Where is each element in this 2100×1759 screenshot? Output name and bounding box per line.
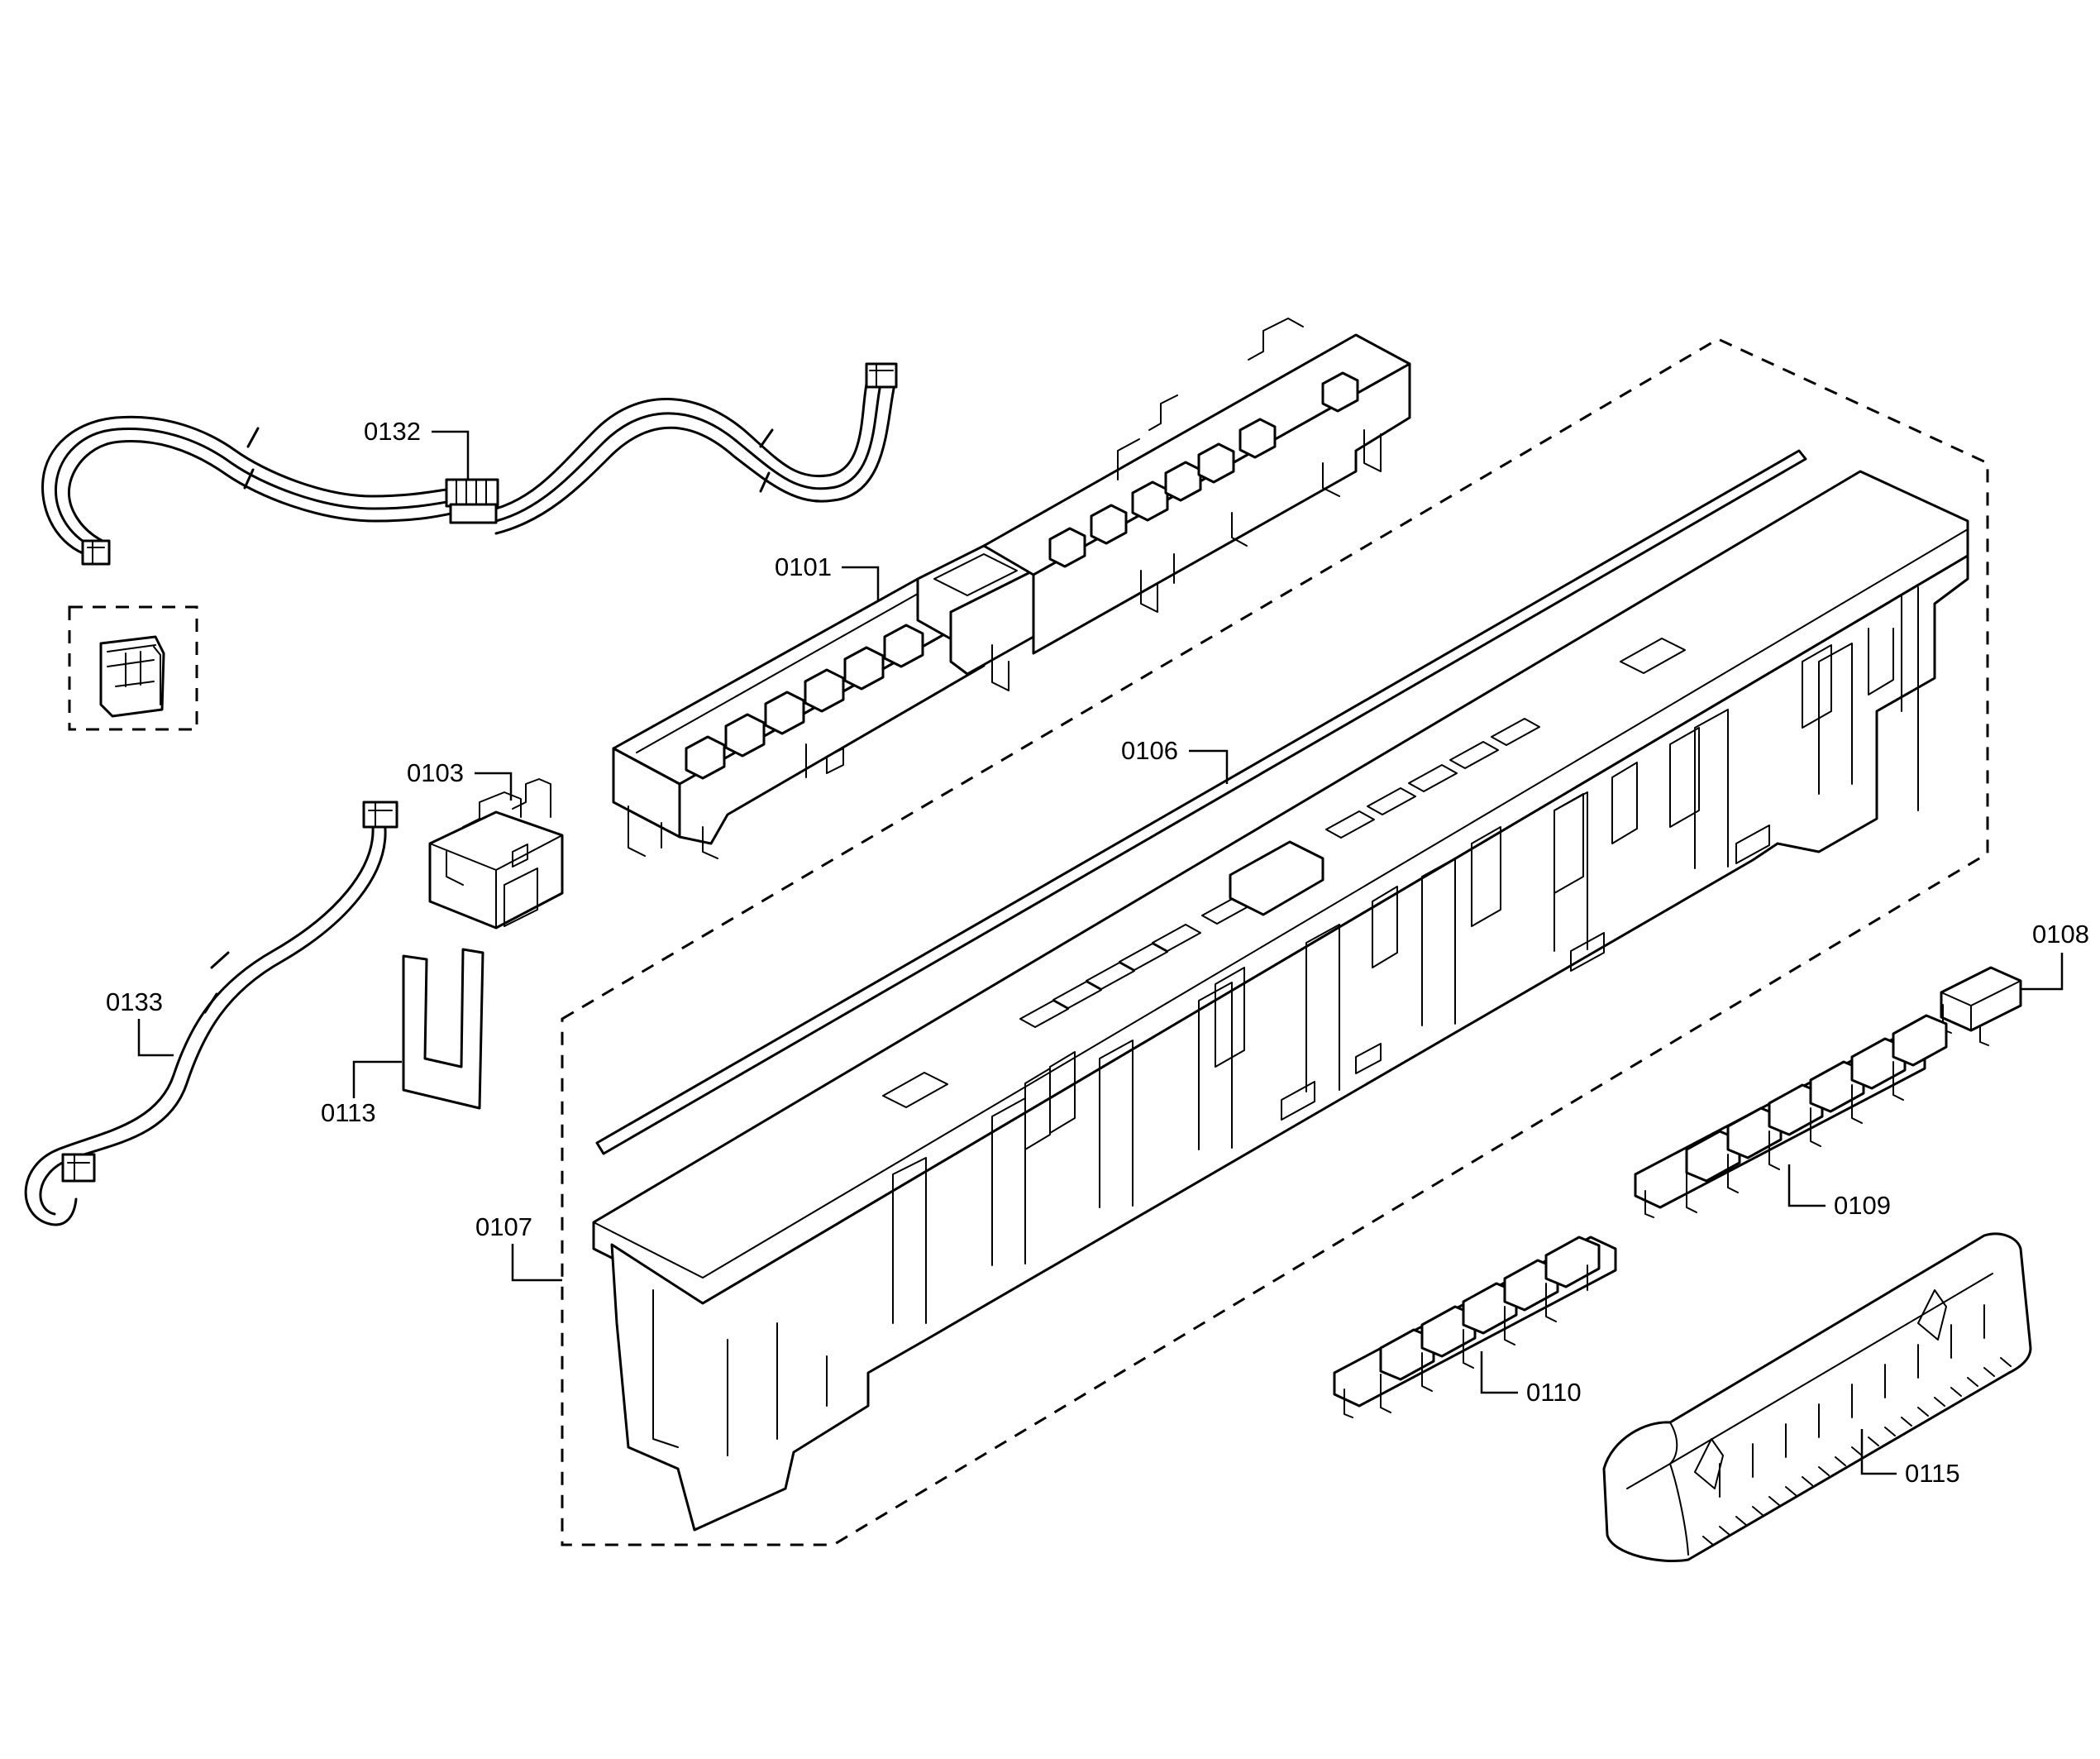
svg-text:0108: 0108 [2032,920,2089,949]
label-0113: 0113 [321,1060,402,1127]
part-0115-handle-cover[interactable] [1602,1232,2032,1563]
svg-text:0107: 0107 [475,1212,532,1241]
label-0133: 0133 [106,987,174,1057]
label-0108: 0108 [2021,920,2089,991]
assembly-boundary [561,337,1989,1546]
svg-text:0113: 0113 [321,1098,376,1127]
button-row-upper [1048,371,1359,568]
svg-text:0109: 0109 [1834,1191,1891,1220]
button-row-lower [685,624,924,780]
label-0109: 0109 [1787,1164,1891,1220]
part-0106-seal-strip[interactable] [595,449,1807,1155]
svg-text:0132: 0132 [364,417,421,446]
part-0133-cable[interactable] [24,801,399,1226]
connector-detail-box [68,605,198,731]
label-0110: 0110 [1480,1351,1582,1407]
svg-text:0101: 0101 [775,552,832,581]
part-0103-switch[interactable] [428,778,564,930]
part-0132-wiring-harness[interactable] [41,362,898,566]
part-0107-panel-frame[interactable] [592,470,1969,1532]
label-0115: 0115 [1860,1429,1960,1488]
part-0113-u-plate[interactable] [402,948,484,1110]
label-0106: 0106 [1121,736,1229,784]
part-0101-control-module[interactable] [612,318,1411,859]
part-0109-button-bank[interactable] [1634,1014,1948,1218]
svg-text:0133: 0133 [106,987,163,1016]
svg-text:0110: 0110 [1526,1378,1582,1407]
label-0101: 0101 [775,552,880,600]
label-0103: 0103 [407,758,513,801]
svg-text:0115: 0115 [1905,1459,1960,1488]
svg-text:0103: 0103 [407,758,464,787]
part-0108-cap[interactable] [1940,966,2022,1046]
svg-text:0106: 0106 [1121,736,1178,765]
part-0110-button-bank[interactable] [1333,1236,1617,1418]
label-0107: 0107 [475,1212,562,1282]
label-0132: 0132 [364,417,470,480]
